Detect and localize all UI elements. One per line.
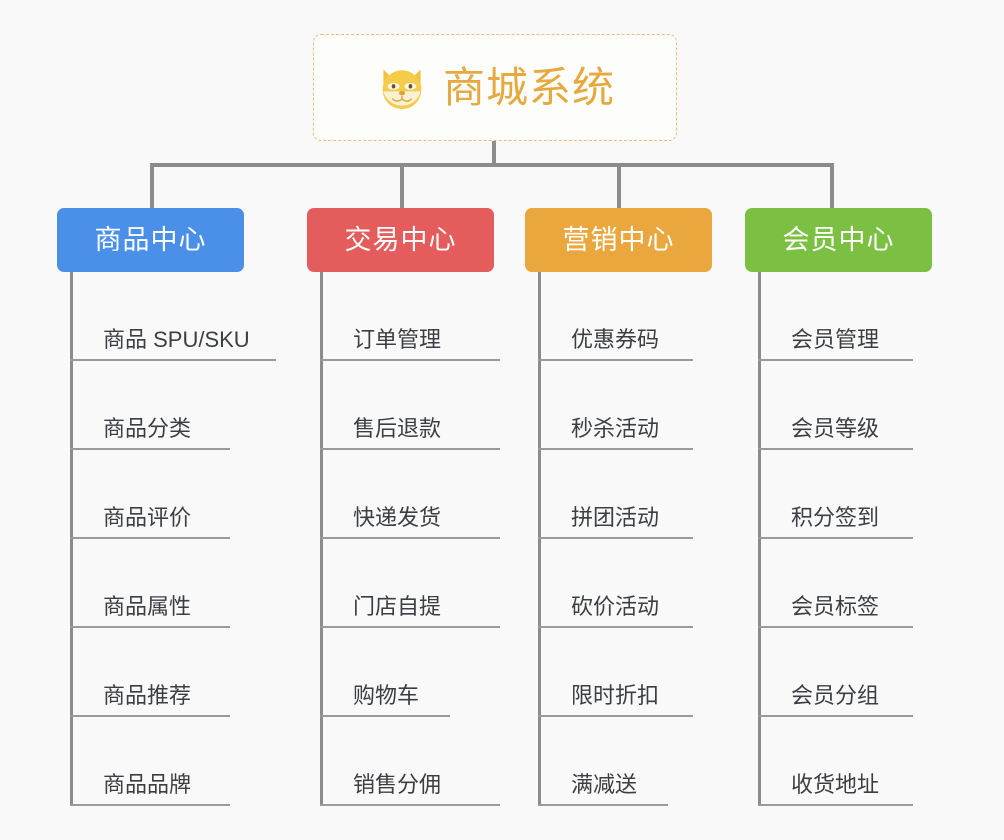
category-box-3[interactable]: 营销中心: [525, 208, 712, 272]
leaf-item-label: 会员分组: [791, 683, 880, 708]
root-node[interactable]: 商城系统: [313, 34, 677, 141]
leaf-item-label: 会员等级: [791, 416, 880, 441]
leaf-item-underline: [70, 359, 276, 361]
category-label-1: 商品中心: [94, 224, 207, 255]
leaf-item[interactable]: 会员管理: [758, 272, 938, 361]
leaf-item-underline: [320, 359, 500, 361]
category-box-2[interactable]: 交易中心: [307, 208, 494, 272]
leaf-item-label: 拼团活动: [571, 505, 660, 530]
leaf-item[interactable]: 商品品牌: [70, 717, 276, 806]
leaf-item-underline: [320, 537, 500, 539]
leaf-item-underline: [758, 804, 913, 806]
leaf-item-underline: [320, 626, 500, 628]
connector-drop-1: [150, 163, 154, 208]
leaf-item-label: 商品分类: [103, 416, 192, 441]
leaf-item-label: 收货地址: [791, 772, 880, 797]
leaf-item[interactable]: 满减送: [538, 717, 718, 806]
leaf-item-label: 优惠券码: [571, 327, 660, 352]
leaf-item-label: 会员标签: [791, 594, 880, 619]
leaf-item-underline: [538, 804, 668, 806]
leaf-item-underline: [320, 715, 450, 717]
category-label-3: 营销中心: [562, 224, 675, 255]
category-label-2: 交易中心: [344, 224, 457, 255]
root-label: 商城系统: [442, 63, 615, 111]
leaf-item-label: 商品评价: [103, 505, 192, 530]
leaf-item[interactable]: 售后退款: [320, 361, 500, 450]
leaf-item-underline: [538, 715, 693, 717]
leaf-item-underline: [538, 537, 693, 539]
leaf-item[interactable]: 快递发货: [320, 450, 500, 539]
leaf-item-underline: [758, 715, 913, 717]
leaf-item-label: 售后退款: [353, 416, 442, 441]
leaf-item-underline: [758, 359, 913, 361]
leaf-item-underline: [320, 804, 500, 806]
leaf-item[interactable]: 销售分佣: [320, 717, 500, 806]
leaf-item-label: 限时折扣: [571, 683, 660, 708]
leaf-item-label: 积分签到: [791, 505, 880, 530]
leaf-item[interactable]: 会员等级: [758, 361, 938, 450]
leaf-item-underline: [538, 626, 693, 628]
leaf-item-label: 购物车: [353, 683, 420, 708]
leaf-item[interactable]: 商品推荐: [70, 628, 276, 717]
leaf-stem: [320, 272, 323, 806]
leaf-stem: [538, 272, 541, 806]
leaf-item-underline: [70, 448, 230, 450]
leaf-column-3: 优惠券码秒杀活动拼团活动砍价活动限时折扣满减送: [538, 272, 718, 806]
leaf-item-label: 砍价活动: [571, 594, 660, 619]
connector-drop-4: [830, 163, 834, 208]
leaf-item[interactable]: 砍价活动: [538, 539, 718, 628]
category-box-4[interactable]: 会员中心: [745, 208, 932, 272]
leaf-item-label: 会员管理: [791, 327, 880, 352]
leaf-item-underline: [70, 715, 230, 717]
leaf-stem: [758, 272, 761, 806]
leaf-item[interactable]: 限时折扣: [538, 628, 718, 717]
leaf-item[interactable]: 购物车: [320, 628, 500, 717]
leaf-item-label: 满减送: [571, 772, 638, 797]
leaf-item-underline: [320, 448, 500, 450]
leaf-item-underline: [758, 448, 913, 450]
leaf-item-label: 销售分佣: [353, 772, 442, 797]
leaf-item[interactable]: 订单管理: [320, 272, 500, 361]
leaf-item-underline: [758, 537, 913, 539]
leaf-item-underline: [538, 359, 693, 361]
leaf-item-underline: [70, 626, 230, 628]
leaf-item[interactable]: 商品分类: [70, 361, 276, 450]
leaf-item[interactable]: 商品 SPU/SKU: [70, 272, 276, 361]
category-label-4: 会员中心: [782, 224, 895, 255]
leaf-item[interactable]: 秒杀活动: [538, 361, 718, 450]
leaf-column-2: 订单管理售后退款快递发货门店自提购物车销售分佣: [320, 272, 500, 806]
leaf-item-label: 门店自提: [353, 594, 442, 619]
leaf-stem: [70, 272, 73, 806]
leaf-item-label: 订单管理: [353, 327, 442, 352]
leaf-item[interactable]: 优惠券码: [538, 272, 718, 361]
category-box-1[interactable]: 商品中心: [57, 208, 244, 272]
leaf-item[interactable]: 收货地址: [758, 717, 938, 806]
leaf-column-4: 会员管理会员等级积分签到会员标签会员分组收货地址: [758, 272, 938, 806]
leaf-item-label: 商品属性: [103, 594, 192, 619]
leaf-item-label: 商品推荐: [103, 683, 192, 708]
leaf-item[interactable]: 会员标签: [758, 539, 938, 628]
leaf-column-1: 商品 SPU/SKU 商品分类商品评价商品属性商品推荐商品品牌: [70, 272, 276, 806]
leaf-item-label: 快递发货: [353, 505, 442, 530]
leaf-item-underline: [758, 626, 913, 628]
leaf-item-underline: [70, 537, 230, 539]
connector-trunk: [492, 141, 496, 165]
leaf-item[interactable]: 积分签到: [758, 450, 938, 539]
leaf-item-label: 商品 SPU/SKU: [103, 327, 250, 352]
leaf-item[interactable]: 商品属性: [70, 539, 276, 628]
connector-bus: [150, 163, 834, 167]
leaf-item[interactable]: 商品评价: [70, 450, 276, 539]
shiba-dog-face-icon: [382, 68, 422, 109]
leaf-item-label: 秒杀活动: [571, 416, 660, 441]
connector-drop-3: [617, 163, 621, 208]
leaf-item-underline: [70, 804, 230, 806]
leaf-item-underline: [538, 448, 693, 450]
leaf-item-label: 商品品牌: [103, 772, 192, 797]
leaf-item[interactable]: 拼团活动: [538, 450, 718, 539]
leaf-item[interactable]: 会员分组: [758, 628, 938, 717]
connector-drop-2: [400, 163, 404, 208]
leaf-item[interactable]: 门店自提: [320, 539, 500, 628]
